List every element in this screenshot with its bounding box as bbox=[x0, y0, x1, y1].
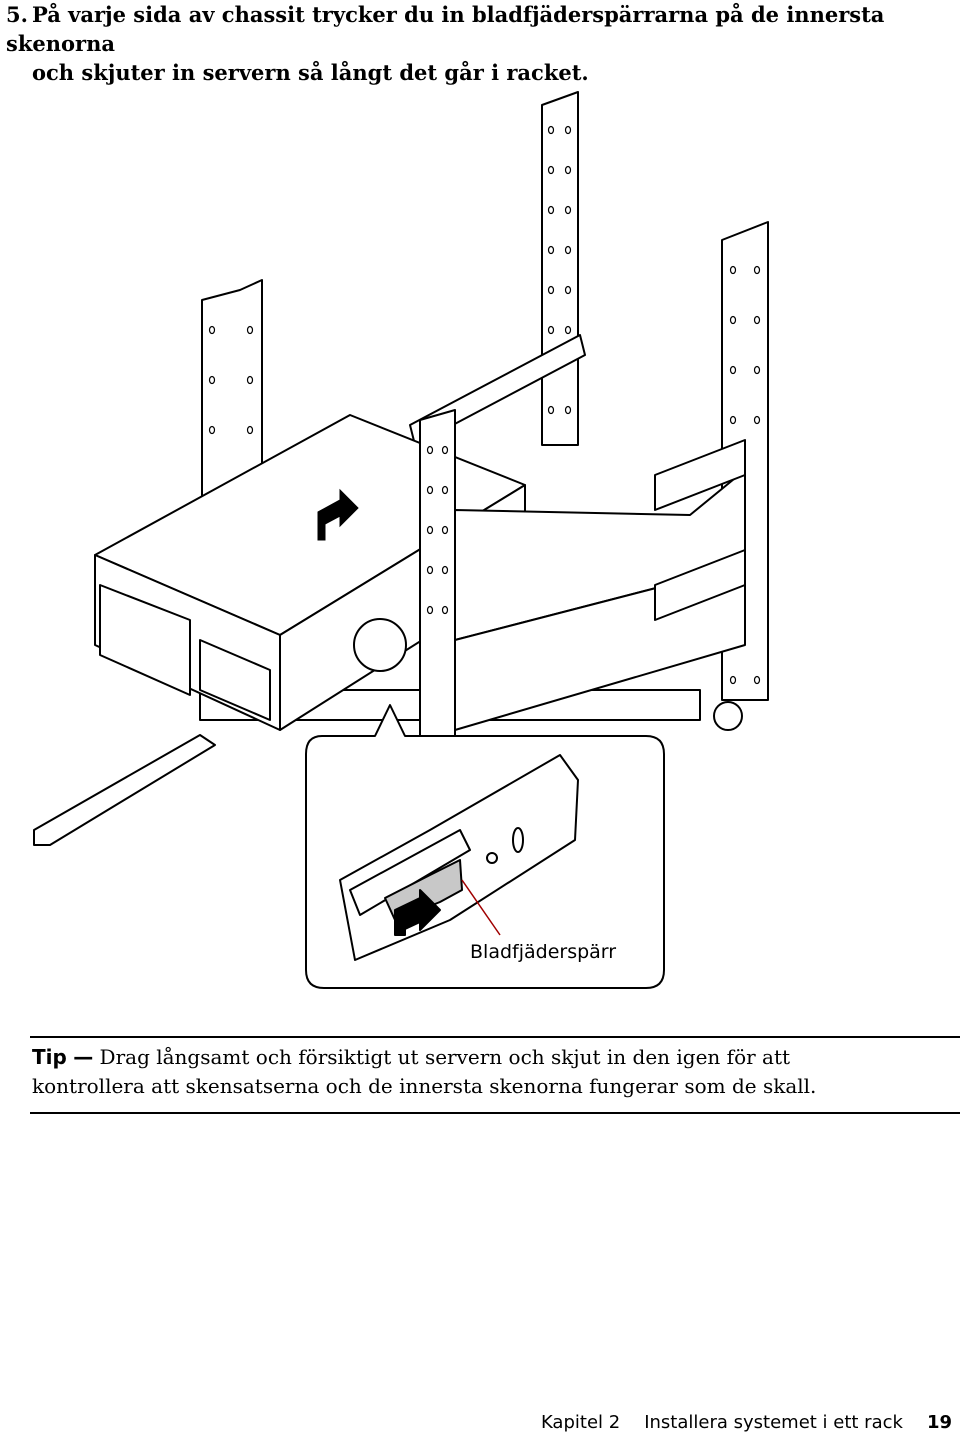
step-instruction: 5.På varje sida av chassit trycker du in… bbox=[6, 0, 956, 87]
rack-installation-illustration: Bladfjäderspärr bbox=[33, 91, 769, 989]
rack-holes-front bbox=[426, 445, 449, 615]
rack-caster bbox=[713, 701, 743, 731]
tip-block: Tip — Drag långsamt och försiktigt ut se… bbox=[32, 1043, 952, 1101]
server-drive-slot bbox=[199, 639, 271, 721]
callout-leader-line bbox=[461, 879, 501, 936]
callout-label: Bladfjäderspärr bbox=[470, 941, 616, 963]
rail-bracket-upper bbox=[454, 469, 746, 641]
rail-slot bbox=[512, 827, 524, 853]
footer-title: Installera systemet i ett rack bbox=[644, 1412, 903, 1433]
rack-post-rear-left bbox=[201, 279, 263, 501]
rack-holes-middle bbox=[547, 125, 572, 415]
server-drive-bay bbox=[99, 584, 191, 696]
page-footer: Kapitel 2 Installera systemet i ett rack 1… bbox=[517, 1412, 952, 1433]
tip-text-line-2: kontrollera att skensatserna och de inne… bbox=[32, 1074, 817, 1098]
tip-text-line-1: Drag långsamt och försiktigt ut servern … bbox=[99, 1045, 791, 1069]
page-number: 19 bbox=[926, 1412, 952, 1433]
zoom-indicator-circle bbox=[353, 618, 407, 672]
step-text-line-1: På varje sida av chassit trycker du in b… bbox=[6, 2, 885, 56]
detail-rail-inner bbox=[349, 829, 471, 916]
rack-holes-rear-left bbox=[208, 325, 254, 435]
press-arrow-icon bbox=[394, 889, 441, 936]
rack-post-rear-middle bbox=[541, 91, 579, 446]
step-number: 5. bbox=[6, 2, 28, 27]
step-text-line-2: och skjuter in servern så långt det går … bbox=[32, 60, 589, 85]
tip-dash: — bbox=[73, 1045, 94, 1069]
tip-top-rule bbox=[30, 1036, 960, 1038]
push-direction-arrow-icon bbox=[317, 488, 359, 541]
bracket-plate-1 bbox=[654, 439, 746, 511]
rail-screw-hole bbox=[486, 852, 498, 864]
bracket-plate-2 bbox=[654, 549, 746, 621]
tip-label: Tip bbox=[32, 1045, 67, 1069]
rack-holes-right bbox=[729, 265, 761, 685]
footer-chapter: Kapitel 2 bbox=[540, 1412, 621, 1433]
rack-base-left bbox=[33, 734, 216, 846]
tip-bottom-rule bbox=[30, 1112, 960, 1114]
